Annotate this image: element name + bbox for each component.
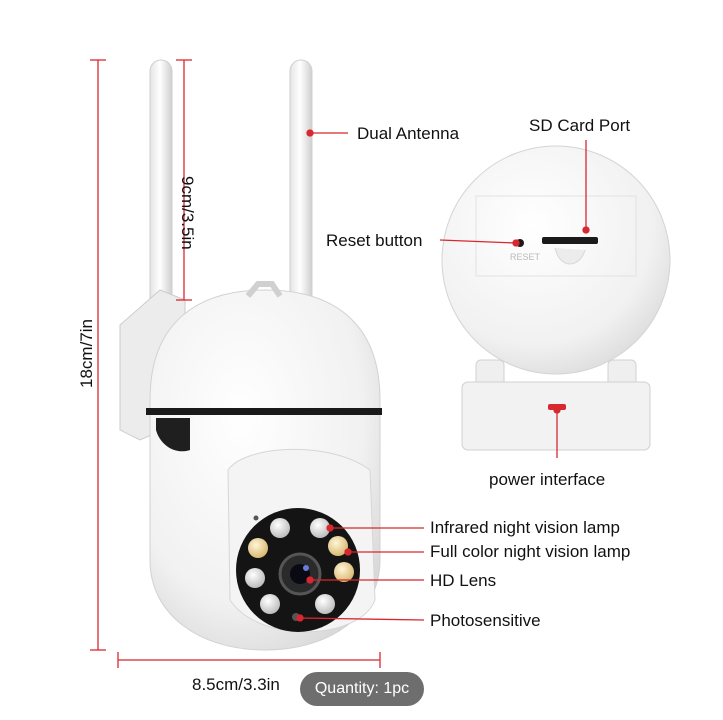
reset-button-label: Reset button — [326, 231, 423, 250]
hd-lens-label: HD Lens — [430, 571, 497, 590]
infrared-lamp-label: Infrared night vision lamp — [430, 518, 620, 537]
full-color-lamp-label: Full color night vision lamp — [430, 542, 631, 561]
dimension-lines — [90, 59, 381, 668]
quantity-badge: Quantity: 1pc — [300, 672, 424, 706]
sd-card-port-label: SD Card Port — [529, 116, 631, 135]
dual-antenna-label: Dual Antenna — [357, 124, 460, 143]
power-interface-label: power interface — [489, 470, 606, 489]
antenna-right — [289, 59, 313, 311]
antenna-dimension-label: 9cm/3.5in — [178, 176, 197, 250]
reset-engraving: RESET — [510, 252, 541, 262]
height-dimension-label: 18cm/7in — [77, 319, 96, 388]
sd-card-slot-icon — [542, 237, 598, 244]
camera-body — [146, 281, 382, 651]
full-color-lamp-icon — [328, 536, 348, 556]
photosensitive-label: Photosensitive — [430, 611, 541, 630]
callout-lines — [296, 129, 590, 622]
infrared-lamp-icon — [310, 518, 330, 538]
camera-back-view: RESET — [441, 145, 671, 451]
width-dimension-label: 8.5cm/3.3in — [192, 675, 280, 694]
